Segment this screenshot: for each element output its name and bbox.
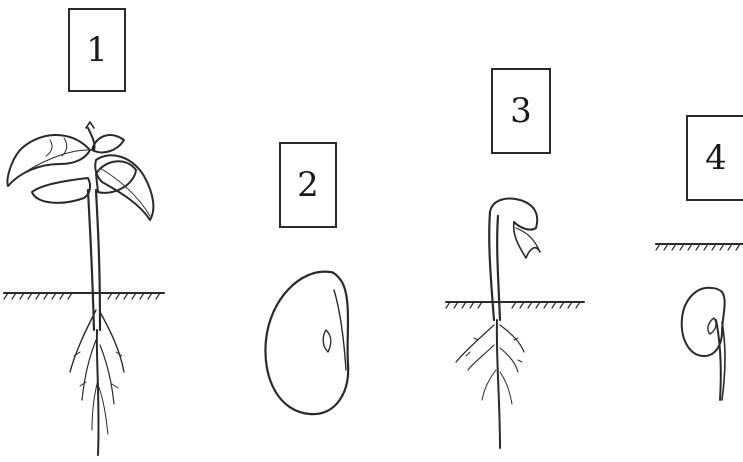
soil-line-3 <box>446 302 584 308</box>
soil-line-4 <box>656 244 743 250</box>
seed-stage-2 <box>265 272 348 414</box>
seed-stage-4 <box>656 244 743 400</box>
soil-line-1 <box>4 293 164 299</box>
seedling-stage-3 <box>446 199 584 449</box>
seedling-stage-1 <box>4 122 164 455</box>
